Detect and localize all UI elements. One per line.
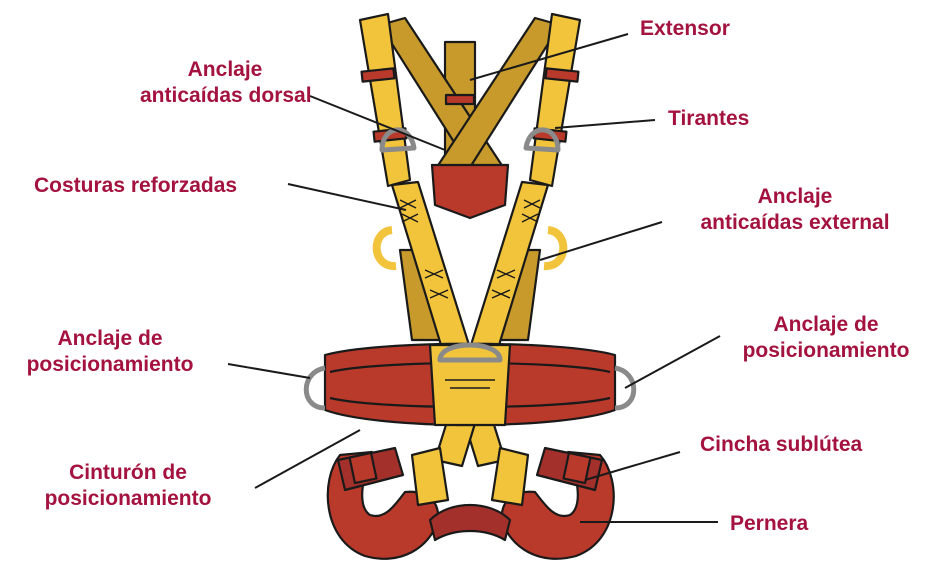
leader-tirantes bbox=[555, 120, 655, 128]
leader-pos-left bbox=[228, 364, 310, 378]
d-ring-right-hip bbox=[615, 368, 634, 408]
sublutea-straps bbox=[338, 448, 602, 490]
label-tirantes: Tirantes bbox=[668, 106, 749, 132]
dorsal-pad bbox=[432, 165, 508, 218]
label-pernera: Pernera bbox=[730, 511, 808, 537]
d-ring-left-hip bbox=[306, 368, 325, 408]
label-anclaje-posicionamiento-right: Anclaje de posicionamiento bbox=[722, 312, 930, 364]
label-extensor: Extensor bbox=[640, 16, 730, 42]
leader-costuras bbox=[288, 184, 406, 210]
label-anclaje-external: Anclaje anticaídas external bbox=[670, 184, 920, 236]
leader-pos-right bbox=[625, 336, 720, 388]
waist-belt bbox=[325, 344, 615, 425]
label-anclaje-posicionamiento-left: Anclaje de posicionamiento bbox=[2, 326, 218, 378]
label-cinturon-posicionamiento: Cinturón de posicionamiento bbox=[14, 460, 242, 512]
label-cincha-sublutea: Cincha sublútea bbox=[700, 432, 862, 458]
label-anclaje-dorsal: Anclaje anticaídas dorsal bbox=[140, 57, 310, 109]
label-costuras-reforzadas: Costuras reforzadas bbox=[34, 173, 237, 199]
